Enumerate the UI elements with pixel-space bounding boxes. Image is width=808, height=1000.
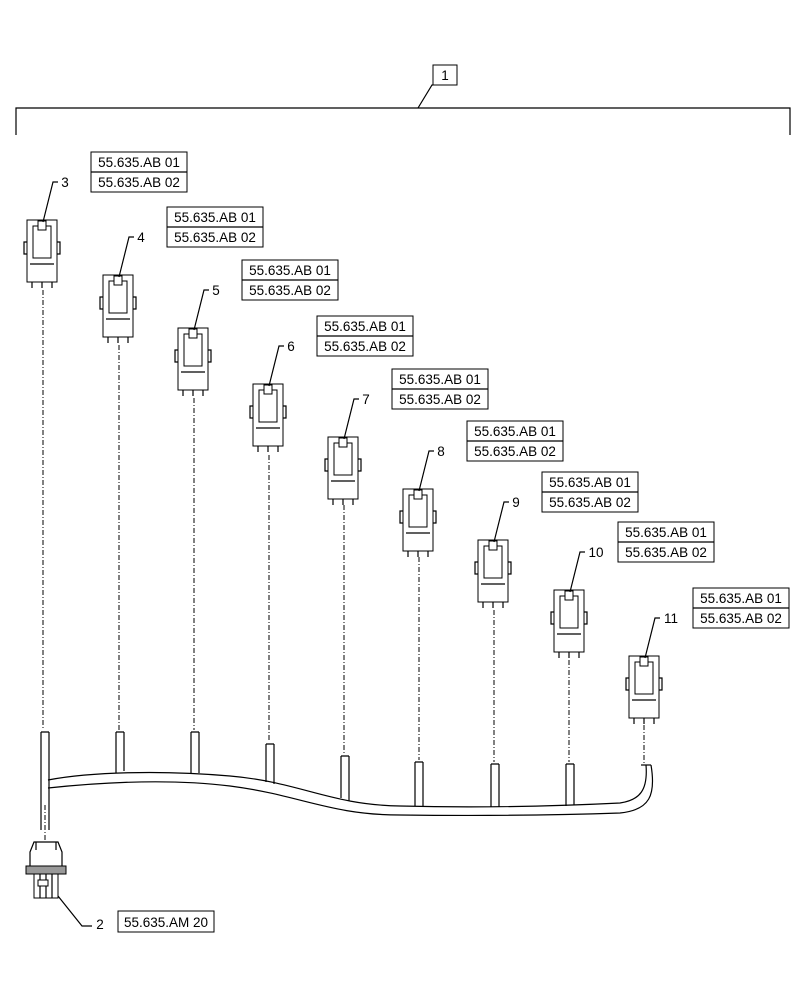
main-connector-reference: 55.635.AM 20	[124, 915, 208, 930]
connector-4-reference: 55.635.AB 01	[174, 210, 256, 225]
assembly-item-number: 1	[441, 68, 449, 83]
connector-6-item-number: 6	[287, 339, 295, 354]
connector-8: 8 55.635.AB 01 55.635.AB 02	[399, 420, 564, 557]
connector-5: 5 55.635.AB 01 55.635.AB 02	[174, 259, 339, 396]
assembly-bracket: 1	[15, 64, 791, 135]
main-connector-item-number: 2	[96, 917, 104, 932]
connector-10-item-number: 10	[588, 545, 603, 560]
main-connector: 2 55.635.AM 20	[25, 841, 215, 933]
connector-5-item-number: 5	[212, 283, 220, 298]
connector-8-reference: 55.635.AB 01	[474, 424, 556, 439]
connector-4: 4 55.635.AB 01 55.635.AB 02	[99, 206, 264, 343]
connector-10: 10 55.635.AB 01 55.635.AB 02	[550, 521, 715, 658]
harness-trunk	[40, 731, 654, 830]
connector-9-item-number: 9	[512, 495, 520, 510]
connector-10-reference: 55.635.AB 02	[625, 545, 707, 560]
connector-5-reference: 55.635.AB 01	[249, 263, 331, 278]
connector-11-reference: 55.635.AB 02	[700, 611, 782, 626]
connector-6: 6 55.635.AB 01 55.635.AB 02	[249, 315, 414, 452]
connector-7-item-number: 7	[362, 392, 370, 407]
connector-10-reference: 55.635.AB 01	[625, 525, 707, 540]
connector-3: 3 55.635.AB 01 55.635.AB 02	[23, 151, 188, 288]
connector-6-reference: 55.635.AB 02	[324, 339, 406, 354]
connector-5-reference: 55.635.AB 02	[249, 283, 331, 298]
connector-11-item-number: 11	[664, 611, 678, 626]
connector-4-item-number: 4	[137, 230, 145, 245]
connection-lines	[42, 290, 645, 840]
connector-9-reference: 55.635.AB 02	[549, 495, 631, 510]
connector-9-reference: 55.635.AB 01	[549, 475, 631, 490]
connector-9: 9 55.635.AB 01 55.635.AB 02	[474, 471, 639, 608]
connector-3-reference: 55.635.AB 01	[98, 155, 180, 170]
connector-7: 7 55.635.AB 01 55.635.AB 02	[324, 368, 489, 505]
connector-6-reference: 55.635.AB 01	[324, 319, 406, 334]
connector-3-item-number: 3	[61, 175, 69, 190]
connector-11: 11 55.635.AB 01 55.635.AB 02	[625, 587, 790, 724]
connector-11-reference: 55.635.AB 01	[700, 591, 782, 606]
connector-4-reference: 55.635.AB 02	[174, 230, 256, 245]
connector-7-reference: 55.635.AB 02	[399, 392, 481, 407]
connector-8-reference: 55.635.AB 02	[474, 444, 556, 459]
connector-3-reference: 55.635.AB 02	[98, 175, 180, 190]
connector-7-reference: 55.635.AB 01	[399, 372, 481, 387]
connector-8-item-number: 8	[437, 444, 445, 459]
